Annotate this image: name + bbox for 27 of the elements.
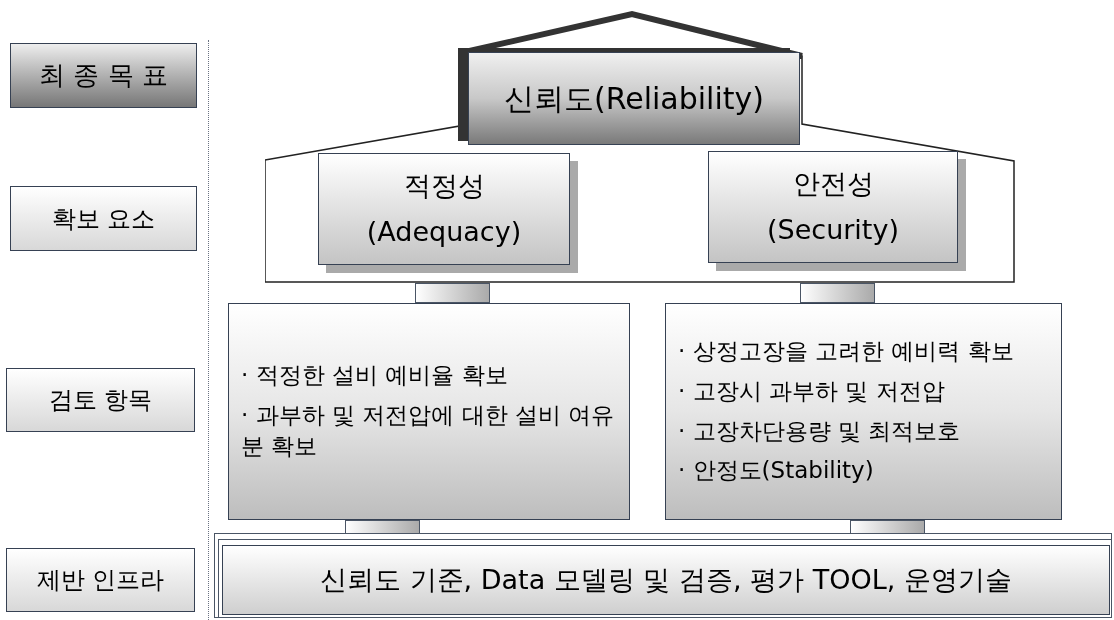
level-label-box [6,368,195,432]
review-box [665,303,1062,520]
level-label-box [6,548,195,612]
review-item: · 상정고장을 고려한 예비력 확보 [678,337,1015,367]
label-text: 적정성 [403,169,485,203]
label-text: 제반 인프라 [36,565,165,596]
level-label-box [10,186,197,251]
level-label-box [10,43,197,108]
pillar [415,283,490,303]
review-item: · 과부하 및 저전압에 대한 설비 여유분 확보 [241,400,616,462]
review-item: · 고장시 과부하 및 저전압 [678,376,946,406]
label-text: 신뢰도 기준, Data 모델링 및 검증, 평가 TOOL, 운영기술 [320,562,1012,597]
label-text: (Security) [767,213,899,247]
review-box [228,303,630,520]
review-item: · 적정한 설비 예비율 확보 [241,361,509,391]
label-text: 최 종 목 표 [39,59,168,92]
label-text: (Adequacy) [366,215,522,249]
label-text: 확보 요소 [51,203,156,235]
label-text: 안전성 [792,167,874,201]
review-item: · 안정도(Stability) [678,456,875,486]
pillar [800,283,875,303]
label-text: 신뢰도(Reliability) [504,80,764,118]
pillar [345,520,420,534]
infrastructure-box [222,545,1110,615]
review-item: · 고장차단용량 및 최적보호 [678,416,962,446]
pillar [850,520,925,534]
label-text: 검토 항목 [48,385,153,416]
